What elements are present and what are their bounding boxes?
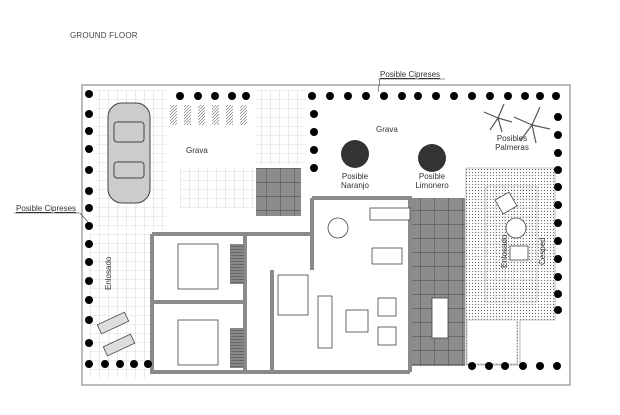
limonero-tree-icon [418,144,446,172]
naranjo-tree-icon [341,140,369,168]
sun-loungers [96,311,136,357]
entry-paving [256,90,306,165]
house-walls [150,196,412,374]
label-grava-right: Grava [376,125,398,134]
label-cipreses-top: Posible Cipreses [380,70,441,79]
label-enlosado-left: Enlosado [104,256,113,290]
plot-boundary [81,84,571,386]
beds [177,243,219,366]
label-grava-left: Grava [186,146,208,155]
palm-tree-icon [483,103,551,144]
furniture [277,191,529,349]
wardrobe [230,244,244,284]
label-cipreses-left: Posible Cipreses [16,204,77,213]
dark-tile-entry [256,168,301,216]
enlosado-left-area [90,233,150,378]
label-cesped: Cesped [538,237,547,265]
label-enlosado-right: Enlosado [500,234,509,268]
dark-tile-terrace [410,198,465,366]
cypress-trees [85,90,562,370]
car-icon [107,102,151,204]
plan-title: GROUND FLOOR [70,31,138,40]
